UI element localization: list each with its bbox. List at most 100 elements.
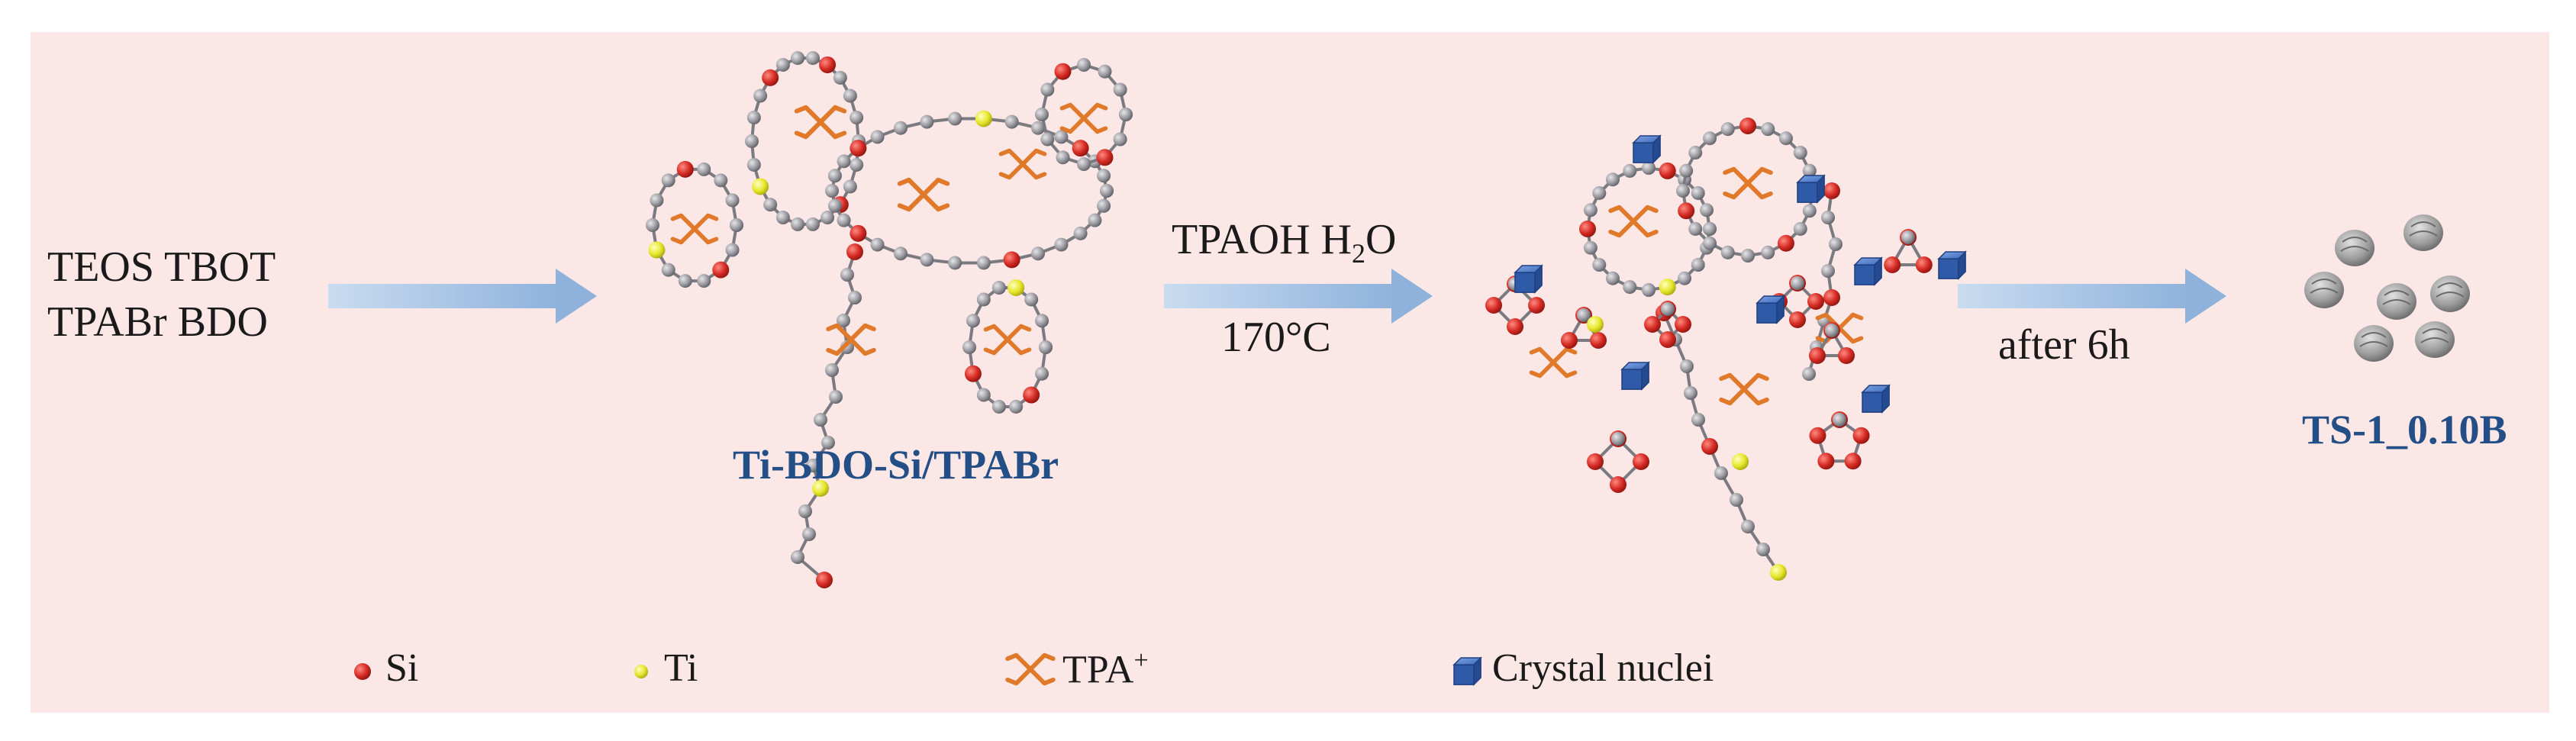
si-atom	[1739, 118, 1756, 134]
chain-atom	[730, 218, 743, 232]
chain-atom	[791, 51, 805, 66]
tpa-arm	[1005, 667, 1033, 686]
tpa-icon	[897, 177, 950, 212]
tpa-arm	[817, 119, 847, 140]
tpa-icon	[670, 213, 719, 245]
chain-atom	[725, 193, 740, 208]
tpa-arm	[794, 105, 824, 125]
chain-atom	[1741, 249, 1755, 263]
tpa-arm	[1059, 116, 1086, 134]
chain-atom	[1611, 432, 1625, 446]
legend-nuclei-label: Crystal nuclei	[1492, 646, 1714, 690]
tpa-arm	[794, 119, 824, 140]
chain-atom	[1821, 211, 1835, 224]
tpa-arm	[1837, 312, 1864, 330]
cube-front	[1621, 369, 1643, 390]
si-atom	[819, 56, 837, 73]
chain-atom	[991, 281, 1006, 295]
chain-atom	[1691, 413, 1705, 427]
tpa-arm	[998, 162, 1025, 180]
tpa-arm	[1723, 181, 1750, 200]
chain-atom	[1825, 324, 1839, 337]
atom-chain	[1802, 182, 1843, 381]
crystal-nucleus-icon	[1514, 264, 1543, 294]
reactants-line-2: TPABr BDO	[47, 298, 268, 346]
tpa-arm	[1742, 372, 1769, 391]
si-atom	[1701, 438, 1718, 455]
ti-atom	[648, 241, 666, 259]
atom-chain	[745, 51, 866, 231]
chain-atom	[1054, 130, 1069, 144]
atom-chain	[1035, 58, 1133, 171]
tpa-arm	[1719, 387, 1746, 406]
tpa-icon	[1608, 205, 1659, 238]
cube-side	[1958, 250, 1966, 280]
si-atom	[1485, 297, 1502, 314]
cube-side	[1641, 361, 1649, 391]
product-particles	[2304, 214, 2470, 362]
tpa-arm	[817, 105, 847, 125]
cube-side	[1652, 134, 1661, 164]
chain-atom	[1088, 213, 1102, 227]
chain-atom	[1024, 292, 1039, 307]
chain-atom	[1623, 163, 1637, 178]
chain-atom	[753, 89, 768, 103]
bond	[1814, 330, 1849, 357]
crystal-nucleus-icon	[1452, 656, 1482, 686]
tpa-arm	[983, 337, 1010, 356]
crystal-nucleus-icon	[1937, 250, 1967, 280]
chain-atom	[870, 130, 885, 144]
si-atom	[1528, 297, 1545, 314]
si-atom	[1807, 293, 1824, 310]
cube-front	[1756, 302, 1778, 324]
chain-atom	[1113, 132, 1127, 147]
si-atom	[1844, 453, 1862, 470]
chain-atom	[821, 211, 835, 225]
chain-atom	[1684, 386, 1697, 400]
si-atom	[1675, 316, 1691, 333]
chain-atom	[1680, 359, 1694, 373]
particle-texture	[2409, 221, 2438, 237]
chain-atom	[1700, 203, 1714, 217]
tpa-arm	[1551, 346, 1578, 365]
atom-chain	[1644, 301, 1691, 348]
chain-atom	[1793, 221, 1807, 236]
tpa-icon	[1005, 652, 1056, 686]
particle-texture	[2359, 332, 2388, 347]
si-atom	[1777, 234, 1794, 252]
chain-atom	[1802, 367, 1816, 381]
chain-atom	[661, 173, 675, 188]
tpa-arm	[1746, 166, 1773, 185]
chain-atom	[1703, 131, 1717, 146]
si-atom	[1884, 256, 1901, 273]
tpa-arm	[1631, 219, 1659, 238]
chain-atom	[1901, 230, 1915, 244]
cube-side	[1874, 256, 1882, 286]
atom-chain	[1587, 430, 1649, 493]
chain-atom	[1688, 221, 1703, 236]
tpa-icon	[1529, 346, 1578, 379]
si-atom	[1823, 182, 1840, 199]
particle-texture	[2420, 328, 2449, 343]
si-atom	[964, 365, 982, 382]
tpa-arm	[1028, 652, 1056, 672]
chain-atom	[1714, 466, 1728, 480]
chain-atom	[1679, 163, 1694, 178]
chain-atom	[1793, 146, 1807, 160]
tpa-icon	[1059, 102, 1108, 134]
chain-atom	[1778, 131, 1793, 146]
chain-atom	[1761, 122, 1775, 137]
tpa-arm	[1005, 324, 1032, 342]
legend-ti-label: Ti	[664, 646, 698, 690]
atom-chain	[1560, 307, 1607, 349]
chain-atom	[1661, 302, 1675, 316]
ts1-particle	[2335, 230, 2374, 266]
scheme-background	[31, 32, 2549, 713]
ts1-particle	[2354, 325, 2394, 362]
chain-atom	[1688, 146, 1703, 160]
chain-atom	[1039, 340, 1053, 354]
tpa-arm	[1608, 205, 1636, 224]
cube-front	[1862, 391, 1883, 413]
chain-atom	[850, 157, 864, 172]
chain-atom	[1035, 314, 1049, 328]
